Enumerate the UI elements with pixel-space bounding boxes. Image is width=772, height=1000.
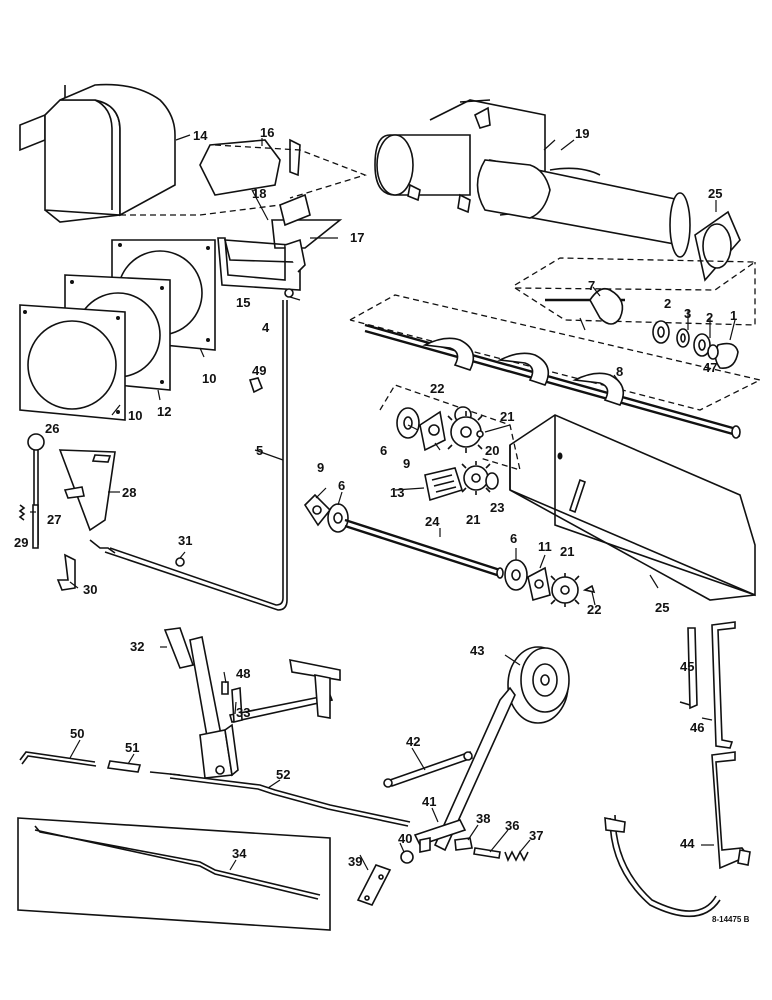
label-2a: 2 xyxy=(664,296,671,311)
label-30: 28 xyxy=(122,485,136,500)
label-40: 39 xyxy=(348,854,362,869)
parts-28-32-lever xyxy=(18,433,120,591)
label-22a: 21 xyxy=(500,409,514,424)
label-20: 21 xyxy=(466,512,480,527)
label-2b: 2 xyxy=(706,310,713,325)
label-23: 22 xyxy=(430,381,444,396)
label-5: 5 xyxy=(256,443,263,458)
part-8-auger xyxy=(349,294,762,439)
parts-45-46-47-brackets xyxy=(604,621,751,918)
label-27: 23 xyxy=(490,500,504,515)
parts-15-16-17-18-bracket xyxy=(120,138,367,298)
label-19: 19 xyxy=(575,126,589,141)
drive-parts-upper xyxy=(303,406,511,533)
label-25: 25 xyxy=(655,600,669,615)
label-3: 3 xyxy=(684,306,691,321)
label-45: 44 xyxy=(680,836,695,851)
label-48: 47 xyxy=(703,360,717,375)
label-42: 41 xyxy=(422,794,436,809)
part-5-rod xyxy=(89,300,288,611)
part-25-housing xyxy=(509,414,756,601)
label-18: 18 xyxy=(252,186,266,201)
label-16: 16 xyxy=(260,125,274,140)
label-39: 38 xyxy=(476,811,490,826)
parts-34-35-49-lever-assembly xyxy=(160,627,341,779)
label-47: 46 xyxy=(690,720,704,735)
label-26: 25 xyxy=(708,186,722,201)
part-24-shaft xyxy=(344,518,596,607)
label-51: 50 xyxy=(70,726,84,741)
part-14-hood xyxy=(19,83,191,223)
label-24: 24 xyxy=(425,514,440,529)
label-29: 27 xyxy=(47,512,61,527)
label-10b: 10 xyxy=(128,408,142,423)
part-19-auger-tube xyxy=(374,99,691,258)
parts-10-12-plates xyxy=(19,239,216,421)
leader-lines xyxy=(30,189,736,871)
label-33: 31 xyxy=(178,533,192,548)
label-17: 17 xyxy=(350,230,364,245)
label-43: 42 xyxy=(406,734,420,749)
label-6c: 6 xyxy=(510,531,517,546)
part-number-labels: 14 16 18 17 15 4 10 12 10 49 5 19 25 7 2… xyxy=(14,125,750,924)
label-36: 34 xyxy=(232,846,247,861)
label-8: 8 xyxy=(616,364,623,379)
label-34: 32 xyxy=(130,639,144,654)
label-38: 37 xyxy=(529,828,543,843)
label-21b: 21 xyxy=(560,544,574,559)
label-6a: 6 xyxy=(380,443,387,458)
label-9b: 9 xyxy=(317,460,324,475)
label-10a: 10 xyxy=(202,371,216,386)
label-9a: 9 xyxy=(403,456,410,471)
label-11: 11 xyxy=(538,539,552,554)
label-15: 15 xyxy=(236,295,250,310)
label-22b: 22 xyxy=(587,602,601,617)
label-1: 1 xyxy=(730,308,737,323)
label-50: 49 xyxy=(252,363,266,378)
label-7: 7 xyxy=(588,278,595,293)
label-44: 43 xyxy=(470,643,484,658)
label-53: 52 xyxy=(276,767,290,782)
parts-37-44-wheel-arm xyxy=(356,646,570,906)
label-49: 48 xyxy=(236,666,250,681)
label-12: 12 xyxy=(157,404,171,419)
part-36-rod-box xyxy=(17,817,331,931)
label-28: 26 xyxy=(45,421,59,436)
label-46: 45 xyxy=(680,659,694,674)
part-26-flange xyxy=(694,200,741,282)
label-37: 36 xyxy=(505,818,519,833)
label-32: 30 xyxy=(83,582,97,597)
label-13: 13 xyxy=(390,485,404,500)
parts-1-2-3-48-bearing xyxy=(652,320,739,369)
label-41: 40 xyxy=(398,831,412,846)
label-6b: 6 xyxy=(338,478,345,493)
parts-51-52-53-rods xyxy=(19,751,411,827)
label-35: 33 xyxy=(236,705,250,720)
label-31: 29 xyxy=(14,535,28,550)
label-52: 51 xyxy=(125,740,139,755)
drawing-number: 8-14475 B xyxy=(712,915,750,924)
label-21a: 20 xyxy=(485,443,499,458)
label-14: 14 xyxy=(193,128,208,143)
label-4: 4 xyxy=(262,320,270,335)
